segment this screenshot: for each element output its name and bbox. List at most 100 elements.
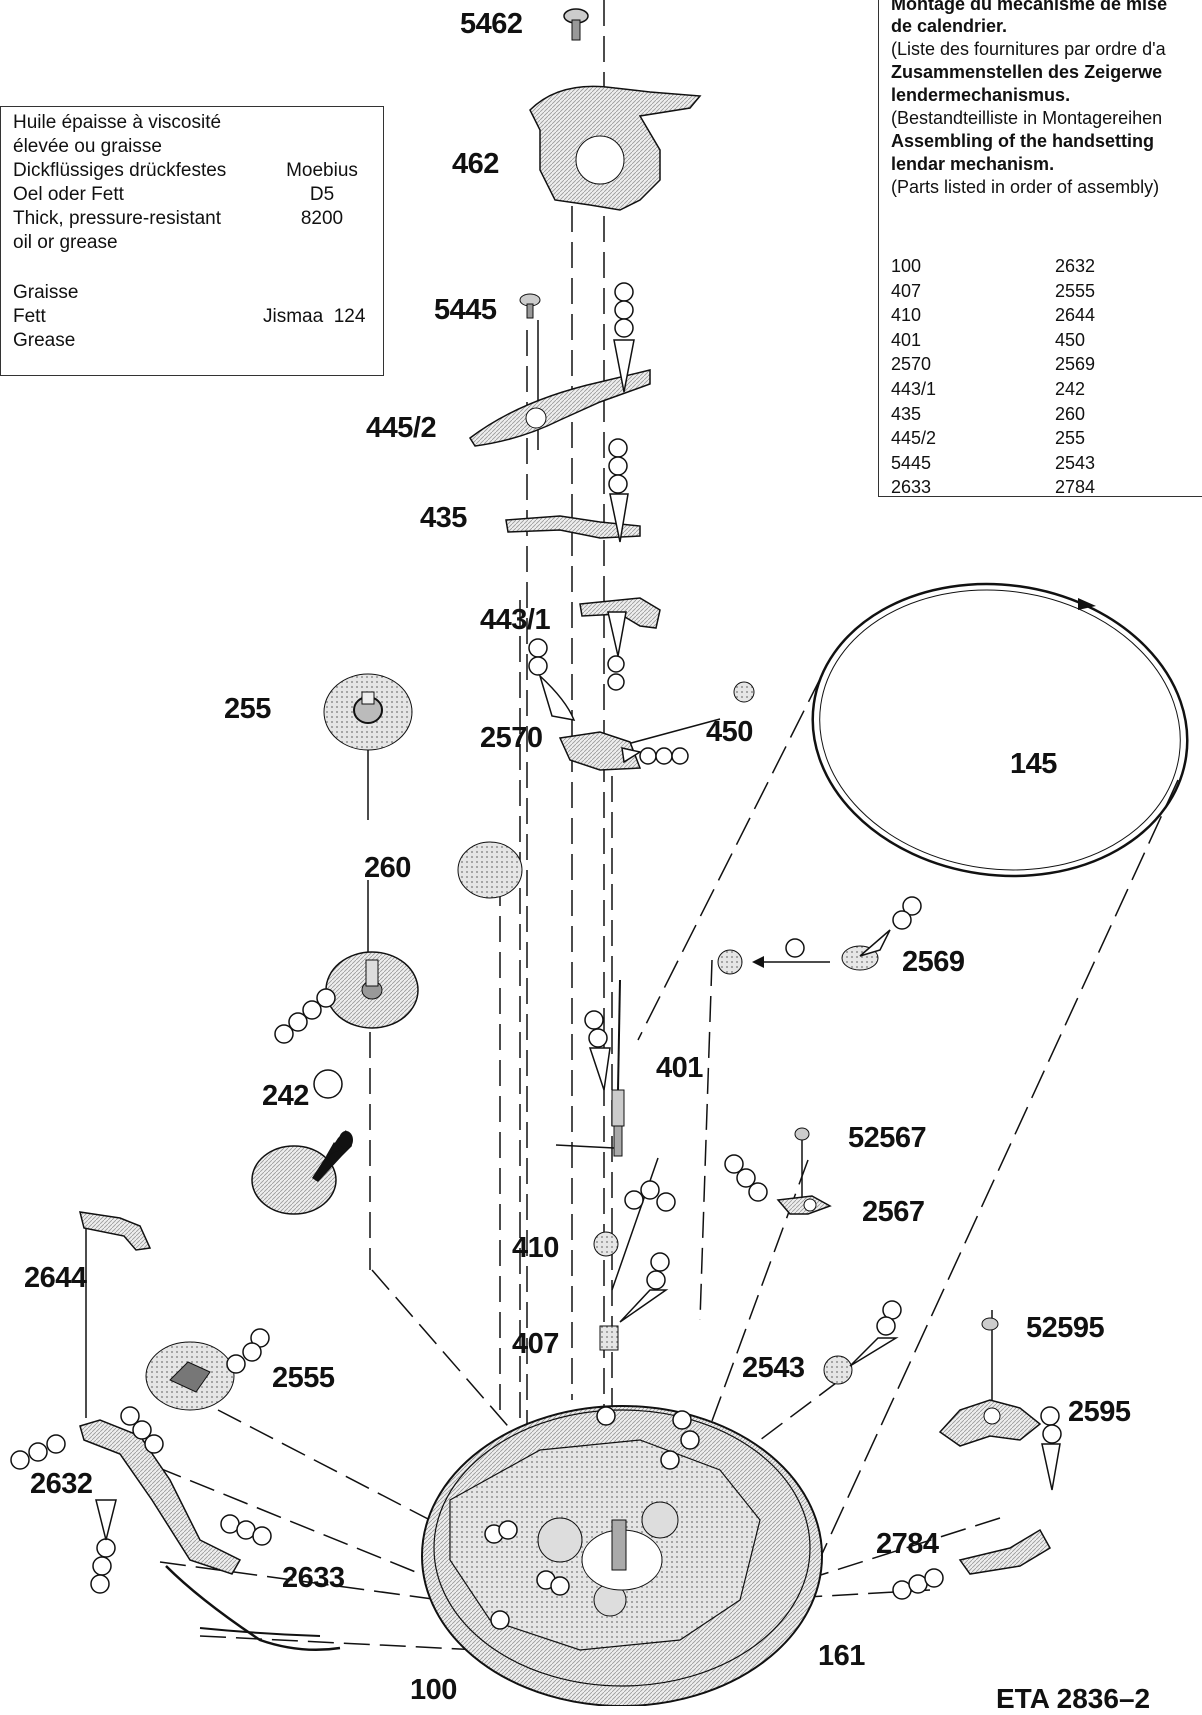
grease-line-3: Grease (13, 330, 76, 351)
assembly-item: 435 (891, 403, 922, 424)
label-100: 100 (410, 1674, 457, 1706)
wheel-2555 (145, 1341, 235, 1411)
assembly-item: 2633 (891, 477, 932, 498)
assembly-item: 5445 (891, 452, 932, 473)
label-407: 407 (512, 1328, 559, 1360)
label-2555: 2555 (272, 1362, 335, 1394)
assembly-item: 450 (1055, 329, 1086, 350)
label-462: 462 (452, 148, 499, 180)
label-2595: 2595 (1068, 1396, 1131, 1428)
label-410: 410 (512, 1232, 559, 1264)
lubrication-markers (10, 282, 1062, 1630)
spring-2784 (958, 1528, 1052, 1575)
assembly-item: 2644 (1055, 305, 1096, 326)
wheel-mid (457, 841, 523, 899)
label-5462: 5462 (460, 8, 523, 40)
pinion-450 (733, 681, 755, 703)
screw-52567 (794, 1127, 810, 1141)
grease-line-2: Fett (13, 306, 46, 327)
de-title-1: Zusammenstellen des Zeigerwe (891, 62, 1163, 82)
pinion-410 (593, 1231, 619, 1257)
assembly-item: 443/1 (891, 379, 937, 399)
movement-plate-100 (421, 1405, 823, 1706)
date-ring-145 (811, 582, 1189, 878)
spring-2633-b (199, 1627, 321, 1637)
assembly-order-box: Montage du mécanisme de mise de calendri… (878, 0, 1202, 497)
oil-product-3: 8200 (300, 208, 344, 229)
oil-line-2: élevée ou graisse (13, 136, 162, 157)
label-260: 260 (364, 852, 411, 884)
label-242: 242 (262, 1080, 309, 1112)
spring-2644 (78, 1211, 152, 1251)
assembly-item: 2632 (1055, 256, 1096, 276)
lever-445-2 (469, 369, 651, 447)
caliber-title: ETA 2836–2 (996, 1683, 1151, 1714)
spring-435 (505, 515, 641, 539)
label-2543: 2543 (742, 1352, 805, 1384)
label-2569: 2569 (902, 946, 965, 978)
spring-2633 (165, 1565, 341, 1652)
label-52567: 52567 (848, 1122, 927, 1154)
assembly-item: 2543 (1055, 452, 1096, 473)
oil-line-4: Oel oder Fett (13, 184, 124, 205)
label-450: 450 (706, 716, 753, 748)
assembly-item: 401 (891, 329, 922, 350)
stem-401 (611, 979, 625, 1157)
label-2570: 2570 (480, 722, 543, 754)
label-401: 401 (656, 1052, 703, 1084)
assembly-item: 260 (1055, 403, 1086, 424)
assembly-item: 255 (1055, 428, 1086, 449)
label-2632: 2632 (30, 1468, 93, 1500)
fr-title-2: de calendrier. (891, 16, 1008, 36)
hour-wheel-260 (325, 951, 419, 1029)
label-255: 255 (224, 693, 271, 725)
assembly-item: 100 (891, 256, 922, 276)
fr-title-1: Montage du mécanisme de mise (891, 0, 1168, 14)
label-2633: 2633 (282, 1562, 345, 1594)
lubricant-legend: Huile épaisse à viscosité élevée ou grai… (0, 106, 384, 376)
de-note: (Bestandteilliste in Montagereihen (891, 108, 1163, 128)
label-2567: 2567 (862, 1196, 925, 1228)
label-443-1: 443/1 (480, 604, 551, 636)
oil-product-2: D5 (309, 184, 335, 205)
grease-line-1: Graisse (13, 282, 79, 303)
label-435: 435 (420, 502, 467, 534)
assembly-item: 2555 (1055, 280, 1096, 301)
screw-5445 (519, 293, 541, 319)
assembly-item: 407 (891, 280, 922, 301)
de-title-2: lendermechanismus. (891, 85, 1071, 105)
fr-note: (Liste des fournitures par ordre d'a (891, 39, 1166, 59)
assembly-item: 2784 (1055, 477, 1096, 498)
oil-line-1: Huile épaisse à viscosité (13, 112, 222, 133)
label-445-2: 445/2 (366, 412, 437, 444)
pinion-407 (599, 1325, 619, 1351)
oil-product-1: Moebius (286, 160, 358, 181)
assembly-item: 2570 (891, 354, 932, 375)
en-title-1: Assembling of the handsetting (891, 131, 1155, 151)
label-161: 161 (818, 1640, 865, 1672)
label-145: 145 (1010, 748, 1057, 780)
label-5445: 5445 (434, 294, 497, 326)
wheel-242 (251, 1130, 353, 1215)
en-title-2: lendar mechanism. (891, 154, 1055, 174)
label-2644: 2644 (24, 1262, 87, 1294)
wheel-255 (323, 673, 413, 751)
assembly-item: 242 (1055, 379, 1086, 399)
wheel-2543 (823, 1355, 853, 1385)
assembly-item: 2569 (1055, 354, 1096, 375)
oil-line-3: Dickflüssiges drückfestes (13, 160, 227, 181)
screw-52595 (981, 1317, 999, 1331)
en-note: (Parts listed in order of assembly) (891, 177, 1160, 197)
screw-5462 (563, 8, 589, 41)
oil-line-6: oil or grease (13, 232, 118, 253)
assembly-item: 445/2 (891, 428, 937, 449)
direction-arrows (326, 598, 1096, 1156)
setting-lever-2570 (558, 731, 642, 771)
label-52595: 52595 (1026, 1312, 1105, 1344)
grease-product: Jismaa 124 (263, 306, 366, 327)
label-2784: 2784 (876, 1528, 939, 1560)
oil-line-5: Thick, pressure-resistant (13, 208, 222, 229)
assembly-item: 410 (891, 305, 922, 326)
